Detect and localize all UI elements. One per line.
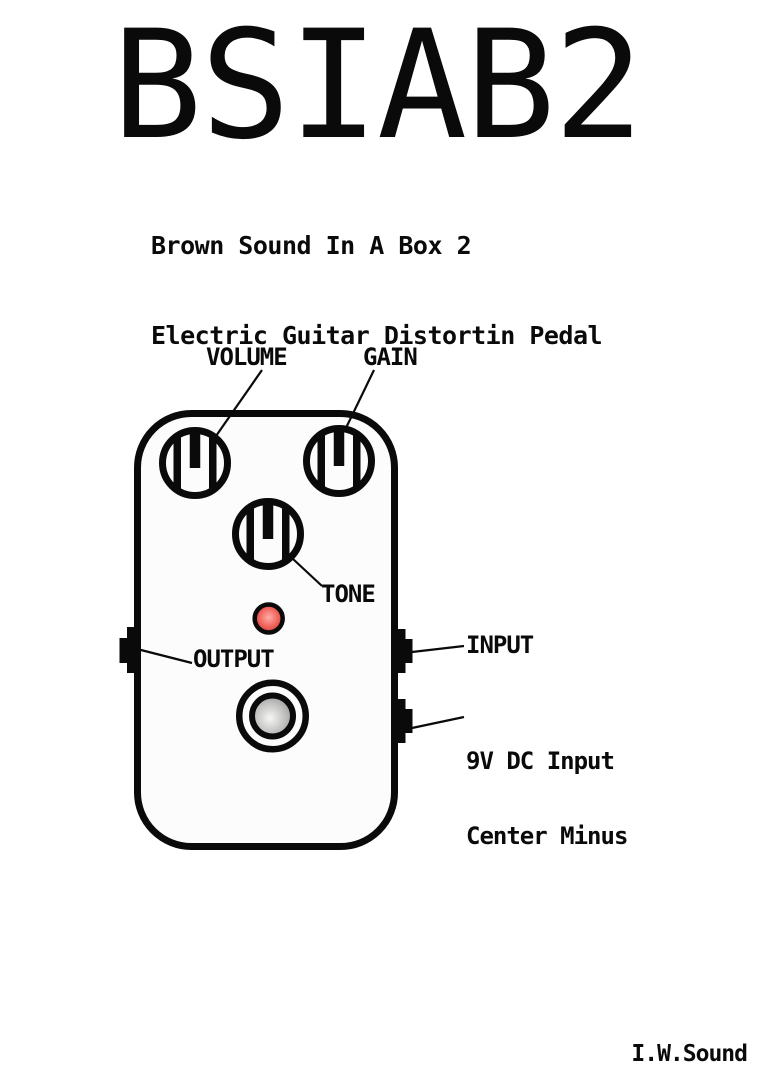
credit: I.W.Sound [631, 1041, 748, 1067]
subtitle: Brown Sound In A Box 2 Electric Guitar D… [151, 171, 603, 411]
led-indicator [252, 602, 285, 635]
footswitch-button [249, 692, 296, 740]
volume-knob [163, 427, 228, 496]
subtitle-line-1: Brown Sound In A Box 2 [151, 231, 472, 260]
output-leader-line [136, 647, 193, 665]
footswitch-outer-ring [236, 679, 309, 753]
input-leader-line [411, 644, 465, 654]
label-dc-line-1: 9V DC Input [466, 747, 615, 775]
page-title: BSIAB2 [112, 0, 644, 173]
input-jack [396, 629, 413, 673]
label-dc-line-2: Center Minus [466, 822, 628, 850]
volume-leader-line [215, 369, 263, 437]
gain-knob [307, 425, 372, 494]
tone-leader-line [292, 558, 323, 587]
label-gain: GAIN [363, 343, 418, 371]
label-dc-input: 9V DC Input Center Minus [466, 699, 628, 899]
label-input: INPUT [466, 631, 534, 659]
tone-knob [236, 498, 301, 567]
subtitle-line-2: Electric Guitar Distortin Pedal [151, 321, 603, 350]
label-output: OUTPUT [193, 645, 275, 673]
label-tone: TONE [321, 580, 376, 608]
dc-power-jack [396, 699, 413, 743]
gain-leader-line [344, 369, 375, 431]
label-volume: VOLUME [206, 343, 288, 371]
output-jack [119, 627, 136, 673]
dc-leader-line [411, 715, 465, 730]
